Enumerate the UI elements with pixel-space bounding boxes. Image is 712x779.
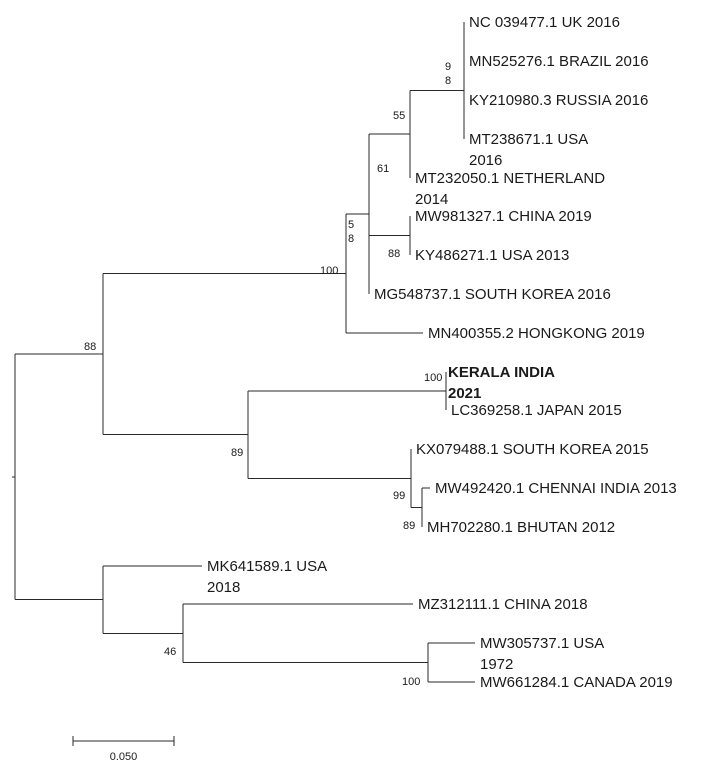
bootstrap-support-line: 9	[445, 61, 451, 73]
leaf-label: KERALA INDIA 2021	[448, 364, 555, 402]
leaf-label-line: MN400355.2 HONGKONG 2019	[428, 325, 645, 342]
leaf-label: KY486271.1 USA 2013	[415, 247, 569, 264]
leaf-label-line: MH702280.1 BHUTAN 2012	[427, 519, 615, 536]
bootstrap-support-value: 88	[388, 248, 400, 260]
leaf-label-line: MW305737.1 USA	[480, 635, 604, 652]
scale-bar-label: 0.050	[110, 751, 138, 763]
bootstrap-support-value: 89	[403, 520, 415, 532]
leaf-label-line: LC369258.1 JAPAN 2015	[451, 402, 622, 419]
bootstrap-support-value: 100	[320, 265, 338, 277]
leaf-label-line: MT238671.1 USA	[469, 131, 588, 148]
bootstrap-support-value: 100	[424, 372, 442, 384]
leaf-label-line: MT232050.1 NETHERLAND	[415, 170, 605, 187]
leaf-label-line: 1972	[480, 656, 513, 673]
bootstrap-support-line: 5	[348, 219, 354, 231]
leaf-label: MG548737.1 SOUTH KOREA 2016	[374, 286, 611, 303]
leaf-label: KY210980.3 RUSSIA 2016	[469, 92, 648, 109]
leaf-label-line: KERALA INDIA	[448, 364, 555, 381]
leaf-label-line: 2014	[415, 191, 448, 208]
bootstrap-support-value: 100	[402, 676, 420, 688]
leaf-label-line: 2018	[207, 579, 240, 596]
bootstrap-support-value: 61	[377, 163, 389, 175]
leaf-label: MK641589.1 USA 2018	[207, 558, 327, 596]
leaf-label-line: NC 039477.1 UK 2016	[469, 14, 620, 31]
leaf-label: KX079488.1 SOUTH KOREA 2015	[416, 441, 649, 458]
leaf-label-line: MW492420.1 CHENNAI INDIA 2013	[435, 480, 677, 497]
bootstrap-support-line: 99	[393, 490, 405, 502]
leaf-label-line: MW661284.1 CANADA 2019	[480, 674, 673, 691]
bootstrap-support-line: 55	[393, 110, 405, 122]
leaf-label: LC369258.1 JAPAN 2015	[451, 402, 622, 419]
leaf-label-line: 2016	[469, 152, 502, 169]
leaf-label: MW981327.1 CHINA 2019	[415, 208, 592, 225]
leaf-label: NC 039477.1 UK 2016	[469, 14, 620, 31]
leaf-label: MN525276.1 BRAZIL 2016	[469, 53, 649, 70]
bootstrap-support-line: 61	[377, 163, 389, 175]
bootstrap-support-value: 89	[231, 447, 243, 459]
bootstrap-support-line: 8	[445, 75, 451, 87]
bootstrap-support-line: 88	[84, 341, 96, 353]
bootstrap-support-line: 100	[424, 372, 442, 384]
bootstrap-support-line: 89	[403, 520, 415, 532]
leaf-label-line: MG548737.1 SOUTH KOREA 2016	[374, 286, 611, 303]
leaf-label: MN400355.2 HONGKONG 2019	[428, 325, 645, 342]
leaf-label-line: MK641589.1 USA	[207, 558, 327, 575]
leaf-label-line: KX079488.1 SOUTH KOREA 2015	[416, 441, 649, 458]
leaf-label-line: MW981327.1 CHINA 2019	[415, 208, 592, 225]
leaf-label: MW492420.1 CHENNAI INDIA 2013	[435, 480, 677, 497]
bootstrap-support-line: 46	[164, 646, 176, 658]
bootstrap-support-value: 46	[164, 646, 176, 658]
bootstrap-support-line: 88	[388, 248, 400, 260]
leaf-label-line: MN525276.1 BRAZIL 2016	[469, 53, 649, 70]
bootstrap-support-line: 8	[348, 233, 354, 245]
leaf-label-line: MZ312111.1 CHINA 2018	[418, 596, 588, 613]
leaf-label: MH702280.1 BHUTAN 2012	[427, 519, 615, 536]
bootstrap-support-line: 100	[320, 265, 338, 277]
leaf-label: MW305737.1 USA 1972	[480, 635, 604, 673]
leaf-label: MW661284.1 CANADA 2019	[480, 674, 673, 691]
bootstrap-support-value: 55	[393, 110, 405, 122]
bootstrap-support-value: 99	[393, 490, 405, 502]
leaf-label-line: KY210980.3 RUSSIA 2016	[469, 92, 648, 109]
bootstrap-support-value: 88	[84, 341, 96, 353]
bootstrap-support-line: 100	[402, 676, 420, 688]
leaf-label: MT238671.1 USA 2016	[469, 131, 588, 169]
leaf-label: MZ312111.1 CHINA 2018	[418, 596, 588, 613]
leaf-label-line: 2021	[448, 385, 481, 402]
bootstrap-support-line: 89	[231, 447, 243, 459]
leaf-label: MT232050.1 NETHERLAND 2014	[415, 170, 605, 208]
leaf-label-line: KY486271.1 USA 2013	[415, 247, 569, 264]
